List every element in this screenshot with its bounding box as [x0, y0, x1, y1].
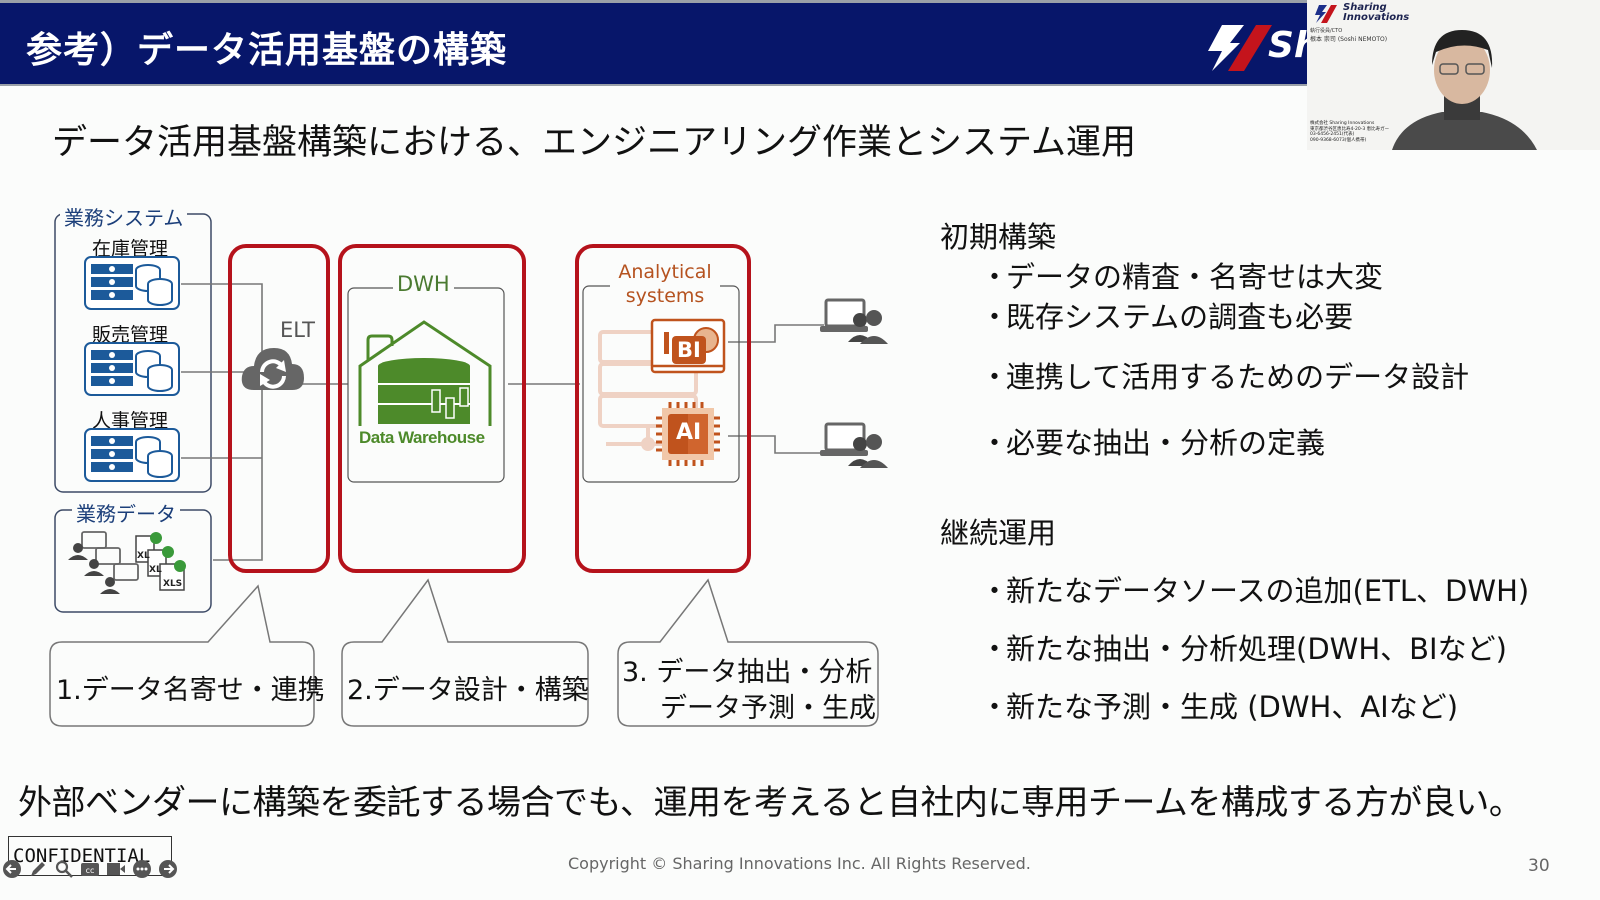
- data-warehouse-icon: [358, 320, 492, 426]
- more-options-button[interactable]: [132, 859, 152, 879]
- copyright-text: Copyright © Sharing Innovations Inc. All…: [568, 854, 1031, 873]
- callout-1-bubble: [49, 584, 315, 727]
- analytical-systems-label: Analytical systems: [610, 260, 720, 308]
- pen-icon: [31, 862, 45, 876]
- card-company-line: 03-6456-2451(代表): [1310, 132, 1355, 137]
- ai-label: AI: [676, 420, 702, 445]
- arrow-left-icon: [3, 860, 21, 878]
- magnifier-icon: [55, 860, 73, 878]
- server-database-icon: [84, 428, 180, 482]
- card-company-line: 株式会社 Sharing Innovations: [1310, 121, 1375, 126]
- bullet-text: 新たな抽出・分析処理(DWH、BIなど): [1006, 632, 1507, 666]
- cloud-sync-icon: [241, 348, 304, 390]
- system-label-inventory: 在庫管理: [92, 238, 169, 260]
- page-number: 30: [1528, 856, 1550, 876]
- xl-file-label: XL: [137, 551, 150, 561]
- slide-title: 参考）データ活用基盤の構築: [26, 30, 508, 71]
- more-icon: [133, 860, 151, 878]
- presenter-figure: [1392, 30, 1537, 150]
- callout-3-bubble: [617, 578, 879, 727]
- initial-build-heading: 初期構築: [940, 220, 1057, 254]
- bullet-dot: ・: [980, 426, 1010, 460]
- bullet-dot: ・: [980, 574, 1010, 608]
- bullet-dot: ・: [980, 260, 1010, 294]
- system-label-hr: 人事管理: [92, 410, 169, 432]
- card-company: 株式会社 Sharing Innovations 東京都渋谷区恵比寿4-20-3…: [1310, 121, 1390, 143]
- system-label-sales: 販売管理: [92, 324, 169, 346]
- bi-label: BI: [677, 338, 701, 362]
- bullet-dot: ・: [980, 300, 1010, 334]
- bullet-dot: ・: [980, 632, 1010, 666]
- zoom-button[interactable]: [54, 859, 74, 879]
- callout-3-text-line2: データ予測・生成: [660, 693, 876, 724]
- bullet-text: 既存システムの調査も必要: [1006, 300, 1354, 334]
- server-database-icon: [84, 256, 180, 310]
- svg-text:cc: cc: [86, 866, 95, 875]
- ai-chip-icon: [656, 402, 720, 466]
- captions-button[interactable]: cc: [80, 859, 100, 879]
- dwh-frame: [338, 244, 526, 573]
- user-laptop-icon: [820, 422, 888, 468]
- ongoing-bullet: ・新たなデータソースの追加(ETL、DWH): [980, 568, 1529, 610]
- bullet-dot: ・: [980, 360, 1010, 394]
- card-brand-line2: Innovations: [1343, 12, 1410, 23]
- card-logo-icon: [1315, 5, 1337, 23]
- next-slide-button[interactable]: [158, 859, 178, 879]
- callout-3-text-line1: 3. データ抽出・分析: [622, 657, 873, 688]
- ongoing-bullet: ・新たな抽出・分析処理(DWH、BIなど): [980, 626, 1507, 668]
- callout-1-text: 1.データ名寄せ・連携: [56, 675, 325, 706]
- callout-2-bubble: [341, 578, 589, 727]
- card-brand-line1: Sharing: [1343, 2, 1387, 13]
- callout-2-text: 2.データ設計・構築: [347, 675, 589, 706]
- card-role: 執行役員/CTO: [1310, 28, 1343, 34]
- xl-file-label: XL: [149, 565, 162, 575]
- card-company-line: 東京都渋谷区恵比寿4-20-3 恵比寿ガー: [1310, 126, 1390, 132]
- initial-bullet: ・連携して活用するためのデータ設計: [980, 354, 1469, 396]
- bi-dashboard-icon: [650, 318, 726, 374]
- bullet-text: 新たな予測・生成 (DWH、AIなど): [1006, 690, 1459, 724]
- xls-file-label: XLS: [163, 579, 183, 589]
- conclusion-text: 外部ベンダーに構築を委託する場合でも、運用を考えると自社内に専用チームを構成する…: [18, 783, 1523, 823]
- card-company-line: 090-9368-6073(個人携帯): [1310, 137, 1367, 143]
- slide-subtitle: データ活用基盤構築における、エンジニアリング作業とシステム運用: [52, 123, 1136, 163]
- captions-icon: cc: [81, 863, 99, 876]
- ongoing-ops-heading: 継続運用: [940, 516, 1057, 550]
- user-laptop-icon: [820, 298, 888, 344]
- company-logo-icon: [1208, 25, 1272, 71]
- bullet-text: 新たなデータソースの追加(ETL、DWH): [1006, 574, 1530, 608]
- card-brand: Sharing Innovations: [1343, 3, 1409, 23]
- bullet-text: 必要な抽出・分析の定義: [1006, 426, 1326, 460]
- ongoing-bullet: ・新たな予測・生成 (DWH、AIなど): [980, 684, 1458, 726]
- elt-frame: [228, 244, 330, 573]
- bullet-dot: ・: [980, 690, 1010, 724]
- users-spreadsheets-icon: [68, 531, 186, 594]
- analytics-frame: [575, 244, 751, 573]
- card-name: 根本 崇司 (Soshi NEMOTO): [1310, 36, 1388, 43]
- elt-label: ELT: [280, 318, 315, 342]
- business-systems-label: 業務システム: [60, 202, 188, 231]
- dwh-label: DWH: [393, 272, 454, 296]
- analytical-label-line2: systems: [625, 285, 705, 307]
- bullet-text: データの精査・名寄せは大変: [1006, 260, 1384, 294]
- server-database-icon: [84, 342, 180, 396]
- business-data-label: 業務データ: [72, 498, 180, 527]
- initial-bullet: ・データの精査・名寄せは大変: [980, 254, 1383, 296]
- previous-slide-button[interactable]: [2, 859, 22, 879]
- arrow-right-icon: [159, 860, 177, 878]
- video-camera-icon: [107, 863, 125, 875]
- presenter-video: Sharing Innovations 執行役員/CTO 根本 崇司 (Sosh…: [1307, 0, 1600, 150]
- analytical-label-line1: Analytical: [618, 261, 712, 283]
- data-warehouse-text: Data Warehouse: [359, 428, 485, 447]
- pen-button[interactable]: [28, 859, 48, 879]
- initial-bullet: ・既存システムの調査も必要: [980, 294, 1353, 336]
- bullet-text: 連携して活用するためのデータ設計: [1006, 360, 1470, 394]
- camera-button[interactable]: [106, 859, 126, 879]
- elt-connectors: [181, 283, 824, 561]
- initial-bullet: ・必要な抽出・分析の定義: [980, 420, 1325, 462]
- architecture-diagram: 業務システム 在庫管理 販売管理 人事管理 業務データ: [0, 190, 920, 750]
- slideshow-toolbar: cc: [2, 858, 178, 880]
